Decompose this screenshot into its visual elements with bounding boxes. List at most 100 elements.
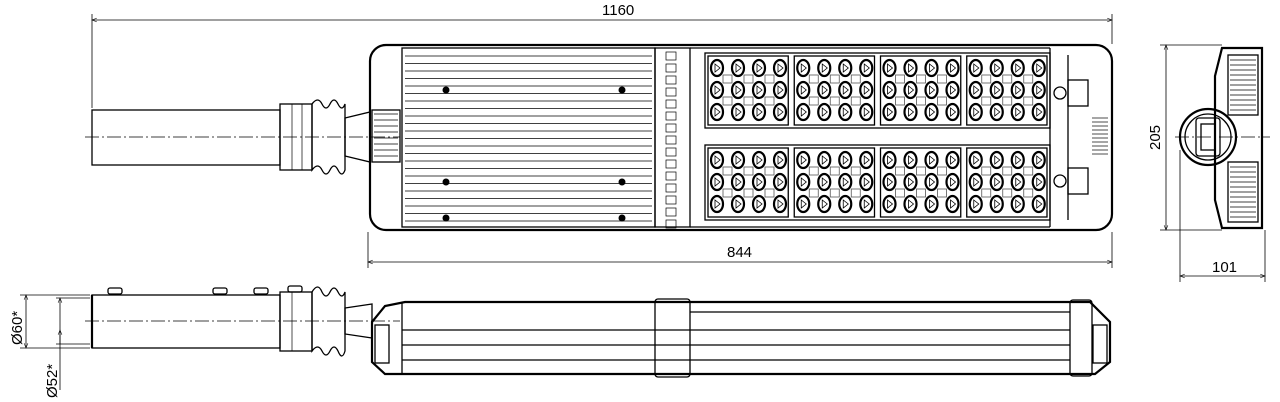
led-lens <box>735 107 742 117</box>
housing-width-label: 205 <box>1147 125 1164 150</box>
led-pad <box>895 74 905 84</box>
led-lens <box>863 107 870 117</box>
led-icon <box>882 172 897 192</box>
led-icon <box>730 58 746 78</box>
side-housing <box>370 300 1112 376</box>
led-icon <box>1031 58 1046 78</box>
led-lens <box>863 63 870 73</box>
led-pad <box>895 188 905 198</box>
side-view: Ø60* Ø52* <box>9 285 1112 398</box>
led-lens <box>863 177 870 187</box>
led-lens <box>994 63 1001 73</box>
led-pad <box>1002 188 1013 198</box>
led-pad <box>916 74 926 84</box>
led-icon <box>859 150 874 170</box>
led-lens <box>887 63 894 73</box>
led-pad <box>829 74 840 84</box>
led-lens <box>756 107 763 117</box>
side-pole <box>91 294 281 349</box>
end-housing <box>1213 46 1264 230</box>
led-lens <box>1015 107 1022 117</box>
led-lens <box>821 199 828 209</box>
led-icon <box>709 58 725 78</box>
led-pad <box>850 74 861 84</box>
led-lens <box>735 155 742 165</box>
led-pad <box>1023 188 1034 198</box>
led-icon <box>1010 80 1025 100</box>
led-lens <box>929 177 936 187</box>
led-icon <box>817 194 832 214</box>
led-pad <box>743 166 754 176</box>
led-icon <box>882 150 897 170</box>
band-tooth <box>665 159 677 169</box>
led-icon <box>730 172 746 192</box>
led-lens <box>756 85 763 95</box>
led-pad <box>764 188 775 198</box>
led-lens <box>842 177 849 187</box>
led-icon <box>817 102 832 122</box>
led-lens <box>800 107 807 117</box>
bolt-icon <box>618 178 626 186</box>
band-tooth <box>665 123 677 133</box>
led-icon <box>945 172 960 192</box>
led-lens <box>908 155 915 165</box>
led-icon <box>709 102 725 122</box>
led-lens <box>887 85 894 95</box>
bolt-icon <box>618 214 626 222</box>
led-lens <box>735 85 742 95</box>
led-lens <box>950 107 957 117</box>
led-pad <box>764 166 775 176</box>
led-icon <box>945 80 960 100</box>
led-lens <box>994 155 1001 165</box>
led-icon <box>709 150 725 170</box>
led-icon <box>882 58 897 78</box>
led-icon <box>730 150 746 170</box>
led-pad <box>937 74 947 84</box>
led-icon <box>730 80 746 100</box>
led-icon <box>772 194 788 214</box>
led-lens <box>756 177 763 187</box>
led-lens <box>863 155 870 165</box>
led-icon <box>882 80 897 100</box>
heat-sink <box>401 47 656 228</box>
led-pad <box>937 188 947 198</box>
led-icon <box>796 102 811 122</box>
led-pad <box>937 96 947 106</box>
led-pad <box>850 166 861 176</box>
led-icon <box>796 172 811 192</box>
led-icon <box>859 194 874 214</box>
led-icon <box>838 102 853 122</box>
led-icon <box>903 172 918 192</box>
led-pad <box>743 96 754 106</box>
led-lens <box>950 63 957 73</box>
led-lens <box>714 85 721 95</box>
led-lens <box>821 155 828 165</box>
led-lens <box>800 63 807 73</box>
led-module <box>793 147 876 218</box>
top-view: 1160 844 <box>85 2 1114 268</box>
led-lens <box>887 107 894 117</box>
led-lens <box>929 155 936 165</box>
led-icon <box>989 194 1004 214</box>
led-lens <box>777 63 784 73</box>
led-icon <box>989 102 1004 122</box>
band-tooth <box>665 207 677 217</box>
led-icon <box>859 102 874 122</box>
led-icon <box>945 150 960 170</box>
led-pad <box>1002 96 1013 106</box>
led-pad <box>808 96 819 106</box>
led-lens <box>714 63 721 73</box>
led-lens <box>1015 199 1022 209</box>
led-icon <box>796 150 811 170</box>
led-icon <box>968 102 983 122</box>
led-lens <box>929 63 936 73</box>
led-lens <box>994 199 1001 209</box>
led-icon <box>838 150 853 170</box>
led-pad <box>722 74 733 84</box>
led-icon <box>859 172 874 192</box>
bolt-icon <box>618 86 626 94</box>
led-icon <box>903 150 918 170</box>
led-lens <box>714 199 721 209</box>
led-lens <box>973 155 980 165</box>
led-lens <box>1015 63 1022 73</box>
